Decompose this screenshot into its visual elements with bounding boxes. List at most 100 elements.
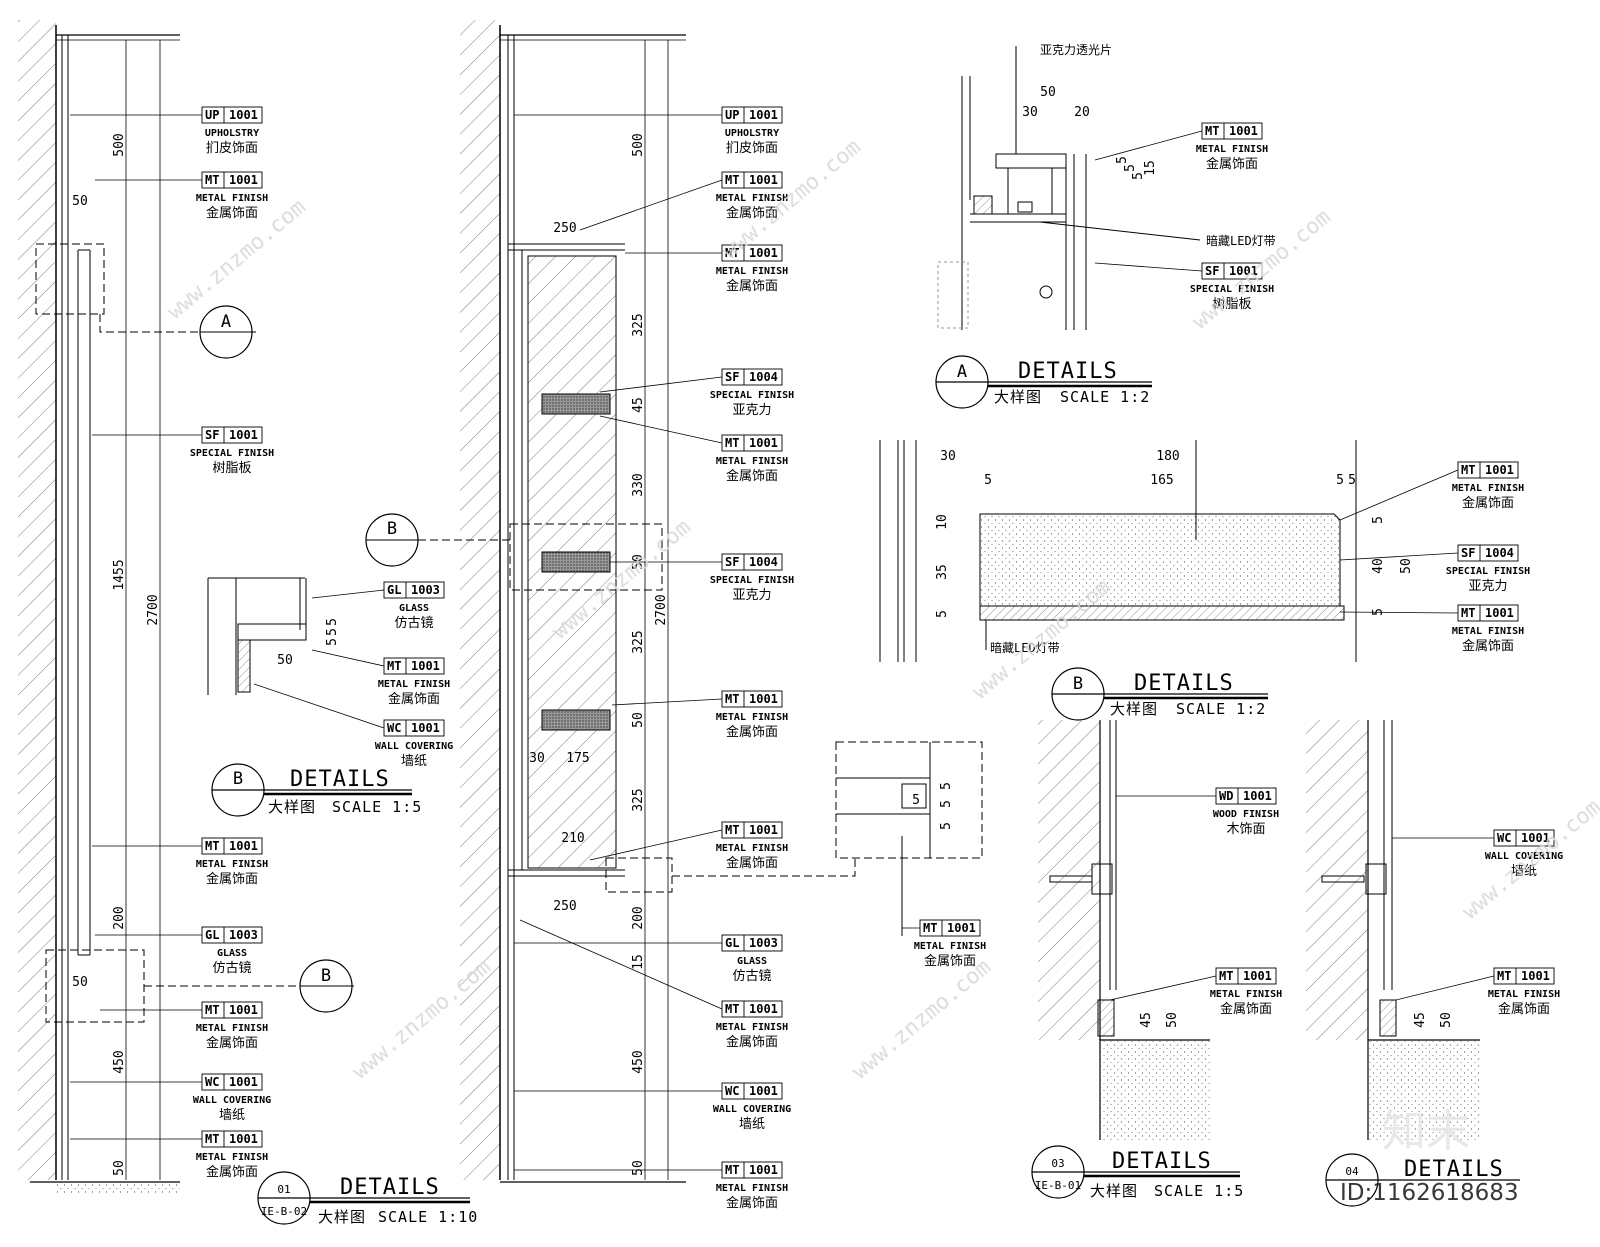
tag-material-en: METAL FINISH — [1452, 483, 1524, 494]
dim-label: 5 — [939, 800, 954, 808]
tag-material-en: METAL FINISH — [1452, 626, 1524, 637]
dim-label: 500 — [112, 133, 127, 156]
note-led-strip: 暗藏LED灯带 — [1206, 233, 1276, 248]
tag-code: MT — [387, 659, 401, 673]
tag-material-en: METAL FINISH — [716, 193, 788, 204]
tag-material-cn: 墙纸 — [1511, 864, 1537, 879]
tag-material-en: SPECIAL FINISH — [710, 390, 794, 401]
dim-label: 180 — [1156, 449, 1179, 464]
title-cn: 大样图 — [994, 388, 1042, 406]
dim-label: 250 — [553, 221, 576, 236]
tag-code: MT — [1219, 969, 1233, 983]
tag-number: 1004 — [1485, 546, 1514, 560]
dim-label: 50 — [1165, 1012, 1180, 1028]
callout-a-box — [35, 243, 105, 315]
tag-number: 1001 — [749, 1084, 778, 1098]
title-number: 04 — [1345, 1165, 1359, 1178]
tag-code: MT — [1497, 969, 1511, 983]
title-scale: SCALE 1:5 — [332, 798, 422, 816]
tag-material-en: METAL FINISH — [1488, 989, 1560, 1000]
dim-label: 45 — [1413, 1012, 1428, 1028]
tag-material-cn: 仿古镜 — [394, 616, 433, 631]
tag-material-cn: 金属饰面 — [726, 468, 778, 484]
dim-label: 50 — [1399, 558, 1414, 574]
tag-code: WC — [205, 1075, 219, 1089]
dim-label: 325 — [631, 630, 646, 653]
tag-material-cn: 金属饰面 — [206, 1164, 258, 1180]
tag-material-en: UPHOLSTRY — [205, 128, 259, 139]
dim-label: 5 — [1131, 172, 1146, 180]
tag-number: 1001 — [749, 246, 778, 260]
dim-label: 50 — [631, 712, 646, 728]
title-cn: 大样图 — [1090, 1182, 1138, 1200]
dim-label: 50 — [72, 194, 88, 209]
dim-label: 325 — [631, 788, 646, 811]
tag-material-cn: 仿古镜 — [732, 969, 771, 984]
dim-label: 330 — [631, 473, 646, 496]
tag-code: MT — [205, 1132, 219, 1146]
dim-label: 5 — [1115, 156, 1130, 164]
tag-material-en: METAL FINISH — [716, 266, 788, 277]
tag-number: 1001 — [229, 1003, 258, 1017]
wall-hatch — [460, 20, 500, 1180]
title-number: 03 — [1051, 1157, 1064, 1170]
dim-label: 30 — [1022, 105, 1038, 120]
dim-label: 5 — [1371, 516, 1386, 524]
tag-material-cn: 金属饰面 — [1498, 1001, 1550, 1017]
tag-number: 1001 — [1229, 124, 1258, 138]
dim-label: 450 — [112, 1050, 127, 1073]
tag-material-cn: 金属饰面 — [206, 1035, 258, 1051]
tag-number: 1001 — [411, 721, 440, 735]
tag-material-en: METAL FINISH — [914, 941, 986, 952]
dim-label: 15 — [1143, 160, 1158, 176]
tag-code: MT — [923, 921, 937, 935]
tag-code: MT — [725, 436, 739, 450]
dim-label: 5 — [935, 610, 950, 618]
title-en: DETAILS — [1134, 671, 1234, 696]
dim-label: 50 — [277, 653, 293, 668]
tag-material-cn: 墙纸 — [739, 1117, 765, 1132]
dim-label: 15 — [631, 954, 646, 970]
title-letter: B — [233, 769, 243, 789]
watermark-text: www.znzmo.com — [1458, 795, 1600, 925]
dim-label: 40 — [1371, 558, 1386, 574]
tag-code: MT — [725, 1163, 739, 1177]
tag-code: MT — [205, 1003, 219, 1017]
dim-label: 10 — [935, 514, 950, 530]
dim-label: 2700 — [146, 594, 161, 625]
tag-material-en: METAL FINISH — [1196, 144, 1268, 155]
tag-code: MT — [725, 173, 739, 187]
title-letter: A — [957, 362, 967, 382]
tag-material-cn: 金属饰面 — [1462, 638, 1514, 654]
tag-code: SF — [1205, 264, 1219, 278]
tag-code: SF — [1461, 546, 1475, 560]
dim-label: 5 — [984, 473, 992, 488]
detail-title-01: 01 IE-B-02 DETAILS 大样图 SCALE 1:10 — [257, 1171, 477, 1226]
tag-code: SF — [205, 428, 219, 442]
tag-code: UP — [205, 108, 219, 122]
tag-code: MT — [725, 1002, 739, 1016]
tag-material-en: SPECIAL FINISH — [190, 448, 274, 459]
wall-hatch — [1306, 720, 1368, 1040]
tag-material-en: WOOD FINISH — [1213, 809, 1279, 820]
dim-label: 5 — [325, 638, 340, 646]
